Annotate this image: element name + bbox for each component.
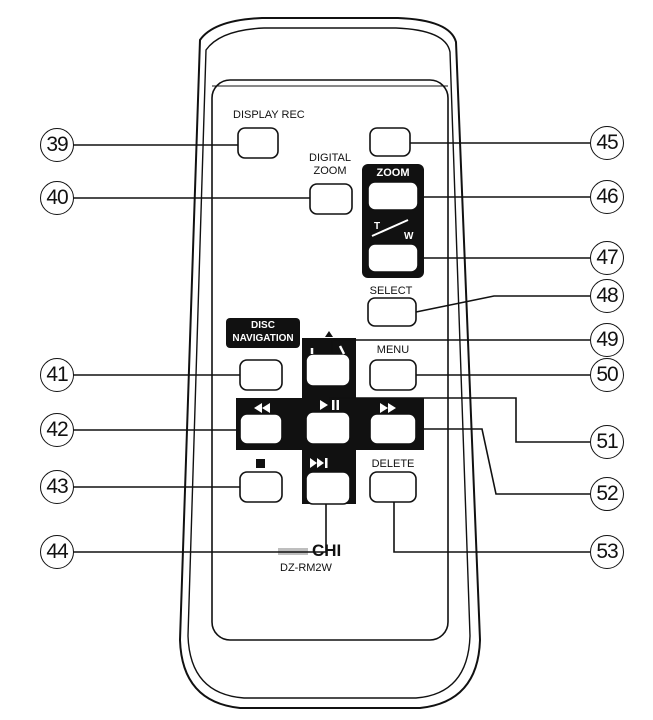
digital-label: DIGITAL — [309, 152, 351, 164]
w-label: W — [404, 231, 414, 242]
callout-42: 42 — [40, 413, 74, 447]
next-button — [305, 471, 351, 505]
callout-43: 43 — [40, 470, 74, 504]
select-label: SELECT — [369, 285, 413, 297]
stop-button — [239, 471, 283, 503]
navigation-label: NAVIGATION — [232, 333, 294, 344]
zoom-w-button — [367, 243, 419, 273]
rewind-button — [239, 413, 283, 445]
disc-navigation-button — [239, 359, 283, 391]
play-pause-button — [305, 411, 351, 445]
button-45 — [369, 127, 411, 157]
callout-45: 45 — [590, 126, 624, 160]
callout-53: 53 — [590, 535, 624, 569]
callout-48: 48 — [590, 279, 624, 313]
callout-46: 46 — [590, 180, 624, 214]
callout-50: 50 — [590, 358, 624, 392]
callout-40: 40 — [40, 181, 74, 215]
callout-47: 47 — [590, 241, 624, 275]
zoom-label: ZOOM — [313, 165, 347, 177]
brand-label: CHI — [312, 541, 342, 560]
callout-51: 51 — [590, 425, 624, 459]
zoom-t-button — [367, 181, 419, 211]
delete-label: DELETE — [371, 458, 415, 470]
callout-39: 39 — [40, 128, 74, 162]
callout-44: 44 — [40, 535, 74, 569]
select-button — [367, 297, 417, 327]
menu-button — [369, 359, 417, 391]
digital-zoom-button — [309, 183, 353, 215]
up-button — [305, 353, 351, 387]
t-label: T — [374, 221, 381, 232]
callout-52: 52 — [590, 477, 624, 511]
callout-49: 49 — [590, 323, 624, 357]
delete-button — [369, 471, 417, 503]
callout-41: 41 — [40, 358, 74, 392]
menu-label: MENU — [376, 344, 410, 356]
zoom-title-label: ZOOM — [376, 167, 410, 179]
fast-forward-button — [369, 413, 417, 445]
display-rec-label: DISPLAY REC — [233, 109, 305, 121]
display-rec-button — [237, 127, 279, 159]
disc-label: DISC — [251, 320, 275, 331]
model-label: DZ-RM2W — [280, 562, 332, 574]
